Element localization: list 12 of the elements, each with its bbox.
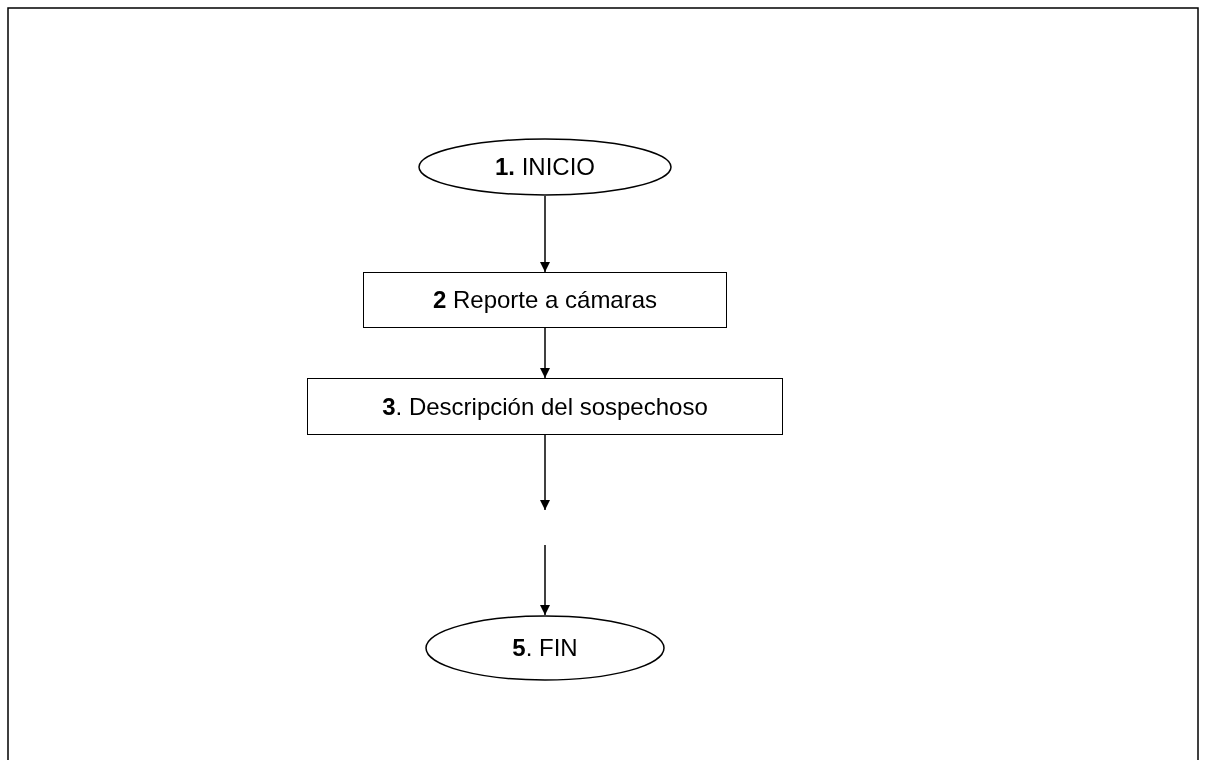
process-box: [307, 378, 783, 435]
arrow: [540, 544, 550, 616]
step-label: 1. INICIO: [495, 153, 595, 181]
step-label: 3. Descripción del sospechoso: [382, 392, 708, 421]
arrow: [540, 327, 550, 379]
terminal-ellipse: [418, 138, 672, 196]
step-label: 5. FIN: [512, 634, 578, 662]
step-label: 2 Reporte a cámaras: [432, 286, 658, 314]
arrow: [540, 195, 550, 273]
process-box: [363, 272, 727, 328]
terminal-ellipse: [425, 615, 665, 681]
arrow: [540, 434, 550, 511]
